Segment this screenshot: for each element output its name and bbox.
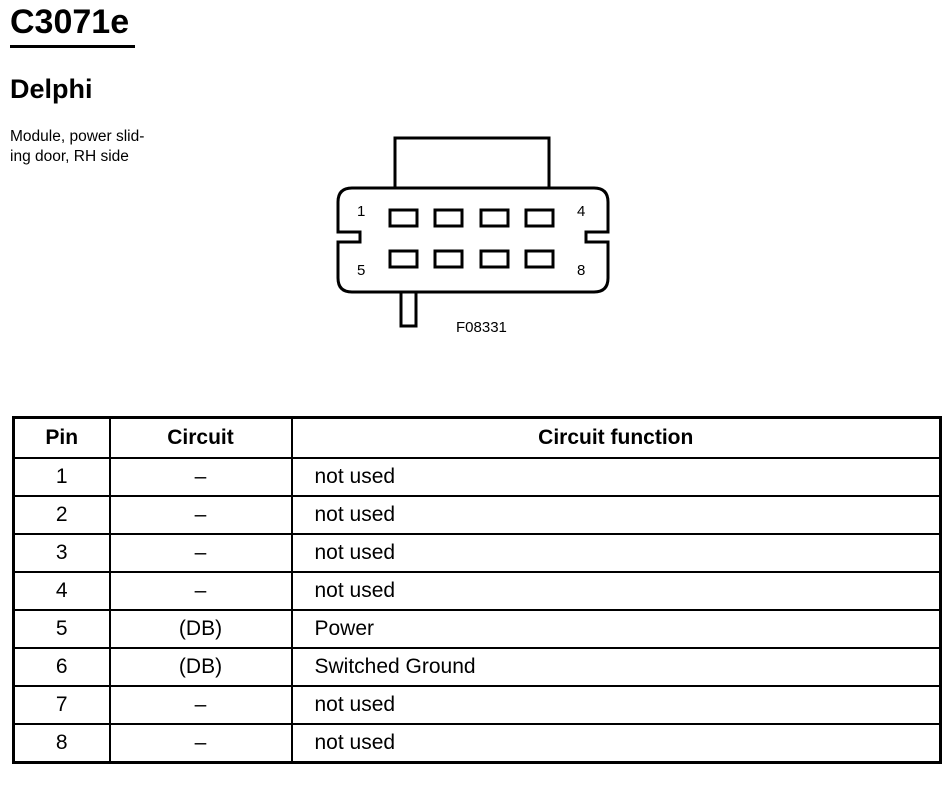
cell-function: Switched Ground [290, 647, 942, 687]
cell-function: not used [290, 533, 942, 573]
cell-circuit: (DB) [108, 609, 293, 649]
table-row: 7 – not used [12, 685, 942, 725]
table-row: 1 – not used [12, 457, 942, 497]
cell-function: not used [290, 495, 942, 535]
cell-circuit: (DB) [108, 647, 293, 687]
cell-pin: 7 [12, 685, 111, 725]
pin-label-1: 1 [357, 203, 365, 220]
connector-face-diagram: 1 4 5 8 F08331 [336, 136, 610, 336]
pin-label-8: 8 [577, 262, 585, 279]
pin-label-4: 4 [577, 203, 585, 220]
pin-cavity-8 [524, 249, 555, 269]
table-row: 2 – not used [12, 495, 942, 535]
connector-description: Module, power slid- ing door, RH side [10, 127, 180, 167]
pin-label-5: 5 [357, 262, 365, 279]
connector-title: C3071e [10, 3, 130, 41]
connector-housing [336, 186, 610, 294]
cell-circuit: – [108, 571, 293, 611]
cell-pin: 4 [12, 571, 111, 611]
pin-cavity-5 [388, 249, 419, 269]
cell-circuit: – [108, 723, 293, 764]
cell-circuit: – [108, 685, 293, 725]
table-row: 5 (DB) Power [12, 609, 942, 649]
cell-pin: 5 [12, 609, 111, 649]
pin-cavity-3 [479, 208, 510, 228]
cell-pin: 6 [12, 647, 111, 687]
table-header-row: Pin Circuit Circuit function [12, 416, 942, 459]
figure-id: F08331 [456, 319, 507, 336]
cell-function: not used [290, 571, 942, 611]
description-line-2: ing door, RH side [10, 148, 129, 165]
pin-cavity-7 [479, 249, 510, 269]
cell-function: not used [290, 457, 942, 497]
cell-circuit: – [108, 495, 293, 535]
title-underline [10, 45, 135, 48]
description-line-1: Module, power slid- [10, 128, 145, 145]
table-row: 3 – not used [12, 533, 942, 573]
header-pin: Pin [12, 416, 111, 459]
header-circuit-function: Circuit function [290, 416, 942, 459]
connector-key-tab [399, 292, 418, 328]
pin-cavity-4 [524, 208, 555, 228]
pinout-table: Pin Circuit Circuit function 1 – not use… [12, 416, 942, 764]
cell-pin: 1 [12, 457, 111, 497]
pin-cavity-1 [388, 208, 419, 228]
header-circuit: Circuit [108, 416, 293, 459]
table-row: 8 – not used [12, 723, 942, 764]
connector-latch [393, 136, 551, 188]
cell-function: not used [290, 723, 942, 764]
cell-function: not used [290, 685, 942, 725]
cell-circuit: – [108, 533, 293, 573]
table-row: 4 – not used [12, 571, 942, 611]
cell-pin: 8 [12, 723, 111, 764]
cell-function: Power [290, 609, 942, 649]
cell-circuit: – [108, 457, 293, 497]
pin-cavity-6 [433, 249, 464, 269]
cell-pin: 2 [12, 495, 111, 535]
table-row: 6 (DB) Switched Ground [12, 647, 942, 687]
cell-pin: 3 [12, 533, 111, 573]
pin-cavity-2 [433, 208, 464, 228]
manufacturer-heading: Delphi [10, 74, 93, 104]
